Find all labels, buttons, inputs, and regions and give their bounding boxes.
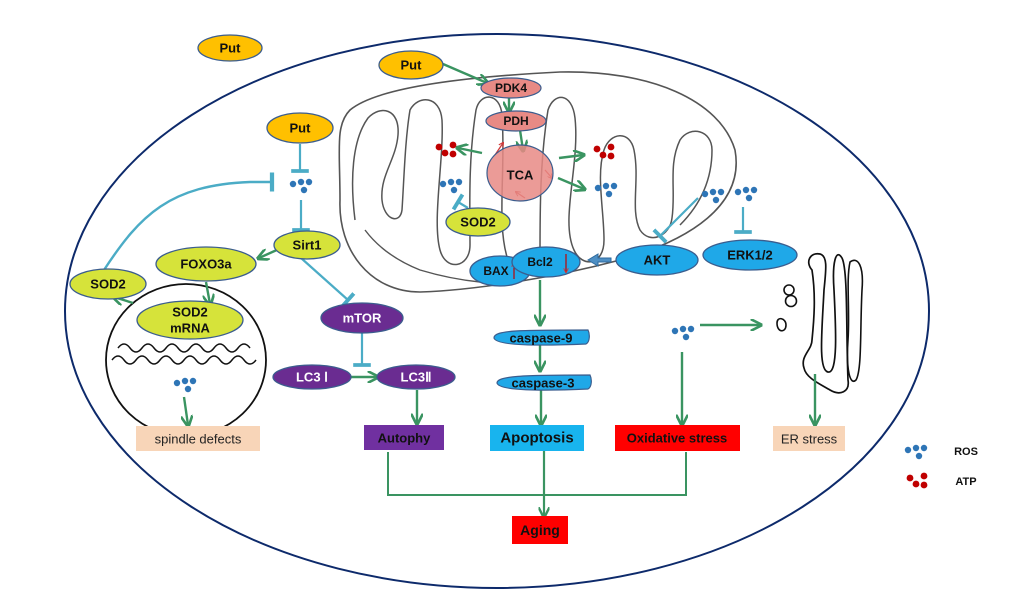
outcome-er-stress: ER stress	[773, 426, 845, 451]
svg-text:Put: Put	[220, 41, 242, 56]
arrow-tca-ros-right	[557, 176, 584, 189]
node-bcl2: Bcl2	[511, 246, 581, 278]
svg-text:AKT: AKT	[644, 253, 671, 268]
legend-ros-label: ROS	[954, 446, 978, 458]
node-sod2-mrna: SOD2 mRNA	[136, 300, 244, 340]
svg-text:Bcl2: Bcl2	[527, 255, 553, 269]
vesicle-2	[784, 294, 798, 308]
outcome-autophy: Autophy	[364, 425, 444, 450]
svg-text:Apoptosis: Apoptosis	[500, 430, 573, 447]
svg-text:BAX: BAX	[483, 264, 508, 278]
ros-cluster-er	[671, 325, 695, 341]
node-put-cyto: Put	[266, 112, 334, 144]
ros-cluster-cyto	[289, 178, 313, 194]
svg-text:mRNA: mRNA	[170, 321, 210, 336]
outcome-oxidative-stress: Oxidative stress	[615, 425, 740, 451]
svg-text:Put: Put	[401, 58, 423, 73]
ros-cluster-mito-right	[594, 182, 618, 198]
legend-atp-icon	[906, 472, 928, 489]
node-sod2-mito: SOD2	[445, 207, 511, 237]
legend-ros-icon	[904, 444, 928, 460]
inhibit-sirt1-mtor	[300, 257, 356, 308]
vesicle-1	[783, 284, 795, 296]
svg-text:Oxidative stress: Oxidative stress	[627, 431, 727, 446]
arrow-akt-bcl2	[587, 253, 612, 267]
svg-text:PDK4: PDK4	[495, 81, 527, 95]
outcome-aging: Aging	[512, 516, 568, 544]
svg-text:caspase-3: caspase-3	[512, 376, 575, 391]
er-lamella	[846, 259, 864, 383]
svg-text:LC3 Ⅰ: LC3 Ⅰ	[296, 370, 328, 385]
node-tca: TCA	[486, 144, 554, 202]
legend-atp-label: ATP	[955, 476, 976, 488]
arrow-tca-atp-left	[458, 148, 483, 153]
svg-text:TCA: TCA	[507, 168, 534, 183]
node-lc3-i: LC3 Ⅰ	[272, 364, 352, 390]
svg-text:Aging: Aging	[520, 522, 560, 538]
arrow-tca-atp-right	[558, 155, 583, 158]
svg-text:SOD2: SOD2	[172, 305, 207, 320]
legend: ROS ATP	[904, 444, 978, 489]
svg-text:FOXO3a: FOXO3a	[180, 257, 232, 272]
node-sod2-cyto: SOD2	[69, 268, 147, 300]
inhibit-ros-akt	[652, 197, 699, 244]
node-put-outside: Put	[197, 34, 263, 62]
node-erk: ERK1/2	[702, 239, 798, 271]
node-pdk4: PDK4	[480, 77, 542, 99]
vesicle-3	[776, 317, 787, 332]
svg-text:SOD2: SOD2	[460, 215, 495, 230]
node-foxo3a: FOXO3a	[155, 246, 257, 282]
svg-text:Sirt1: Sirt1	[293, 238, 322, 253]
dna-strand-2	[111, 355, 257, 365]
inhibit-sod2-ros	[102, 172, 275, 271]
atp-cluster-mito-left	[435, 141, 457, 158]
inhibit-sod2-mito-ros	[451, 193, 469, 211]
svg-text:PDH: PDH	[503, 114, 528, 128]
svg-text:spindle defects: spindle defects	[155, 432, 242, 447]
ros-cluster-nucleus	[173, 377, 197, 393]
node-akt: AKT	[615, 244, 699, 276]
ros-cluster-akt	[701, 188, 725, 204]
svg-text:ERK1/2: ERK1/2	[727, 248, 773, 263]
svg-text:LC3Ⅱ: LC3Ⅱ	[401, 370, 432, 385]
svg-text:mTOR: mTOR	[343, 311, 382, 326]
node-caspase3: caspase-3	[496, 374, 592, 391]
outcome-spindle-defects: spindle defects	[136, 426, 260, 451]
dna-strand-1	[117, 343, 251, 353]
svg-text:Autophy: Autophy	[378, 431, 431, 446]
arrow-ros-spindle	[184, 396, 188, 425]
svg-text:ER stress: ER stress	[781, 432, 838, 447]
svg-text:caspase-9: caspase-9	[510, 331, 573, 346]
node-sirt1: Sirt1	[273, 230, 341, 260]
node-lc3-ii: LC3Ⅱ	[376, 364, 456, 390]
svg-text:Put: Put	[290, 121, 312, 136]
arrow-put-pdk4	[442, 62, 487, 83]
mitochondrion-cristae-inner	[364, 229, 481, 283]
node-pdh: PDH	[485, 110, 547, 132]
outcome-apoptosis: Apoptosis	[490, 425, 584, 451]
arrow-foxo3a-mrna	[206, 281, 210, 304]
node-mtor: mTOR	[320, 302, 404, 334]
node-put-mito: Put	[378, 50, 444, 80]
ros-cluster-erk	[734, 186, 758, 202]
ros-cluster-mito-left	[439, 178, 463, 194]
svg-text:SOD2: SOD2	[90, 277, 125, 292]
node-caspase9: caspase-9	[493, 329, 590, 346]
endoplasmic-reticulum	[802, 252, 850, 394]
cell-membrane	[64, 33, 930, 589]
connector-to-aging	[387, 452, 687, 496]
